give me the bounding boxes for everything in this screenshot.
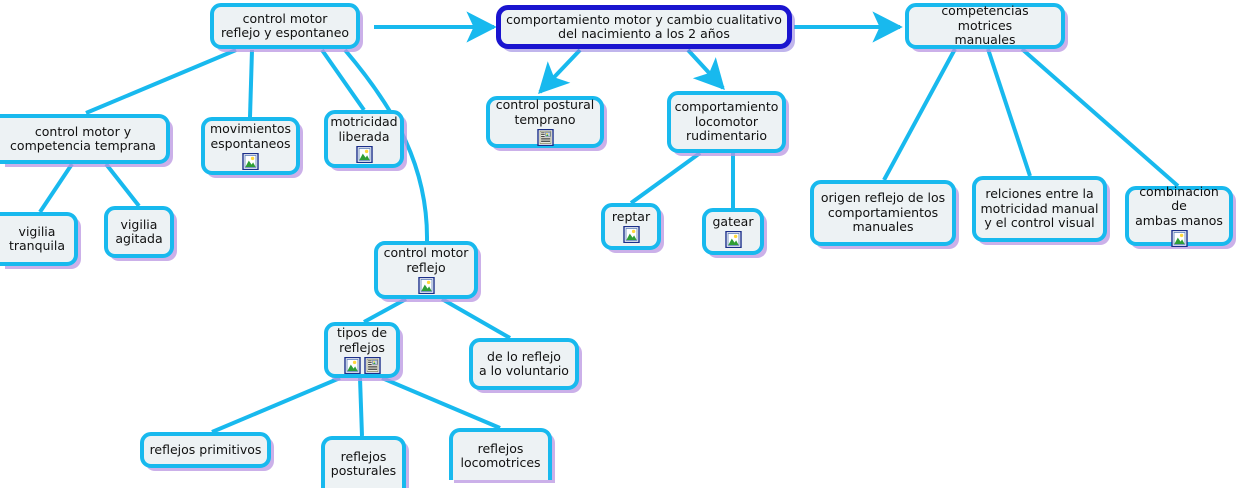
node-reflejos-locomotrices[interactable]: reflejos locomotrices bbox=[449, 428, 552, 480]
node-control-motor-reflejo[interactable]: control motor reflejo bbox=[374, 241, 478, 299]
node-reflejos-primitivos[interactable]: reflejos primitivos bbox=[140, 432, 271, 468]
edge-cmr-to-de-lo-reflejo bbox=[441, 297, 511, 340]
node-label: reflejos primitivos bbox=[149, 441, 262, 457]
node-control-motor-reflejo-espontaneo[interactable]: control motor reflejo y espontaneo bbox=[210, 3, 360, 49]
node-label: control motor y competencia temprana bbox=[10, 123, 156, 153]
node-label: motricidad liberada bbox=[330, 114, 398, 144]
node-label: de lo reflejo a lo voluntario bbox=[479, 348, 569, 378]
node-label: comportamiento motor y cambio cualitativ… bbox=[506, 11, 782, 41]
image-icon[interactable] bbox=[622, 226, 640, 244]
edge-cmre-to-movimientos bbox=[248, 49, 254, 118]
node-movimientos-espontaneos[interactable]: movimientos espontaneos bbox=[201, 117, 300, 175]
edge-cmre-to-motricidad bbox=[320, 48, 366, 112]
node-combinacion-ambas-manos[interactable]: combinacion de ambas manos bbox=[1125, 183, 1233, 248]
node-relciones-motricidad-control-visual[interactable]: relciones entre la motricidad manual y e… bbox=[972, 176, 1107, 242]
node-de-lo-reflejo-a-lo-voluntario[interactable]: de lo reflejo a lo voluntario bbox=[469, 338, 579, 390]
edge-cmct-to-vigilia-tranquila bbox=[38, 162, 74, 214]
node-label: vigilia tranquila bbox=[8, 223, 66, 253]
node-icon-row bbox=[355, 146, 373, 163]
node-motricidad-liberada[interactable]: motricidad liberada bbox=[324, 110, 404, 168]
node-vigilia-agitada[interactable]: vigilia agitada bbox=[104, 206, 174, 258]
edge-cmr-to-tipos bbox=[363, 297, 407, 324]
node-label: control postural temprano bbox=[495, 97, 595, 127]
document-icon[interactable] bbox=[363, 357, 381, 374]
image-icon[interactable] bbox=[724, 231, 742, 249]
node-label: origen reflejo de los comportamientos ma… bbox=[820, 190, 946, 235]
node-icon-row bbox=[417, 277, 435, 294]
node-label: control motor reflejo y espontaneo bbox=[220, 10, 350, 40]
edge-cmre-to-competencia-temprana bbox=[85, 48, 237, 115]
node-icon-row bbox=[343, 357, 381, 374]
image-icon[interactable] bbox=[242, 153, 259, 170]
edge-competencias-to-relciones bbox=[986, 48, 1032, 177]
node-label: movimientos espontaneos bbox=[209, 121, 292, 151]
image-icon[interactable] bbox=[355, 146, 373, 163]
node-icon-row bbox=[724, 231, 742, 249]
node-control-postural-temprano[interactable]: control postural temprano bbox=[486, 96, 604, 148]
node-reflejos-posturales[interactable]: reflejos posturales bbox=[321, 436, 406, 488]
node-tipos-de-reflejos[interactable]: tipos de reflejos bbox=[324, 322, 400, 378]
node-icon-row bbox=[242, 153, 259, 170]
edge-tipos-to-posturales bbox=[358, 377, 364, 437]
node-label: reptar bbox=[611, 208, 651, 224]
image-icon[interactable] bbox=[417, 277, 435, 294]
edge-root-to-locomotor bbox=[686, 48, 725, 91]
node-label: gatear bbox=[712, 213, 754, 229]
node-label: reflejos locomotrices bbox=[460, 440, 541, 470]
node-label: competencias motrices manuales bbox=[941, 3, 1029, 48]
node-label: combinacion de ambas manos bbox=[1135, 183, 1223, 228]
node-origen-reflejo[interactable]: origen reflejo de los comportamientos ma… bbox=[810, 180, 956, 246]
node-control-motor-competencia-temprana[interactable]: control motor y competencia temprana bbox=[0, 114, 170, 164]
node-icon-row bbox=[622, 226, 640, 244]
node-icon-row bbox=[536, 129, 554, 146]
edge-locomotor-to-reptar bbox=[629, 151, 702, 205]
edge-tipos-to-primitivos bbox=[211, 376, 341, 434]
image-icon[interactable] bbox=[343, 357, 361, 374]
edge-competencias-to-combinacion bbox=[1020, 47, 1180, 188]
node-competencias-motrices-manuales[interactable]: competencias motrices manuales bbox=[905, 3, 1065, 49]
node-reptar[interactable]: reptar bbox=[601, 203, 661, 250]
node-label: vigilia agitada bbox=[115, 216, 163, 246]
edge-competencias-to-origen bbox=[882, 48, 957, 181]
node-label: control motor reflejo bbox=[383, 245, 469, 275]
node-comportamiento-locomotor-rudimentario[interactable]: comportamiento locomotor rudimentario bbox=[667, 91, 786, 153]
edge-cmct-to-vigilia-agitada bbox=[104, 162, 141, 208]
node-label: comportamiento locomotor rudimentario bbox=[674, 99, 779, 144]
image-icon[interactable] bbox=[1170, 230, 1188, 248]
node-vigilia-tranquila[interactable]: vigilia tranquila bbox=[0, 212, 78, 266]
document-icon[interactable] bbox=[536, 129, 554, 146]
node-icon-row bbox=[1170, 230, 1188, 248]
node-label: tipos de reflejos bbox=[336, 325, 388, 355]
node-gatear[interactable]: gatear bbox=[702, 208, 764, 255]
node-label: reflejos posturales bbox=[330, 448, 397, 478]
node-root[interactable]: comportamiento motor y cambio cualitativ… bbox=[496, 5, 792, 49]
node-label: relciones entre la motricidad manual y e… bbox=[980, 186, 1099, 231]
edge-root-to-control-postural bbox=[538, 48, 582, 95]
